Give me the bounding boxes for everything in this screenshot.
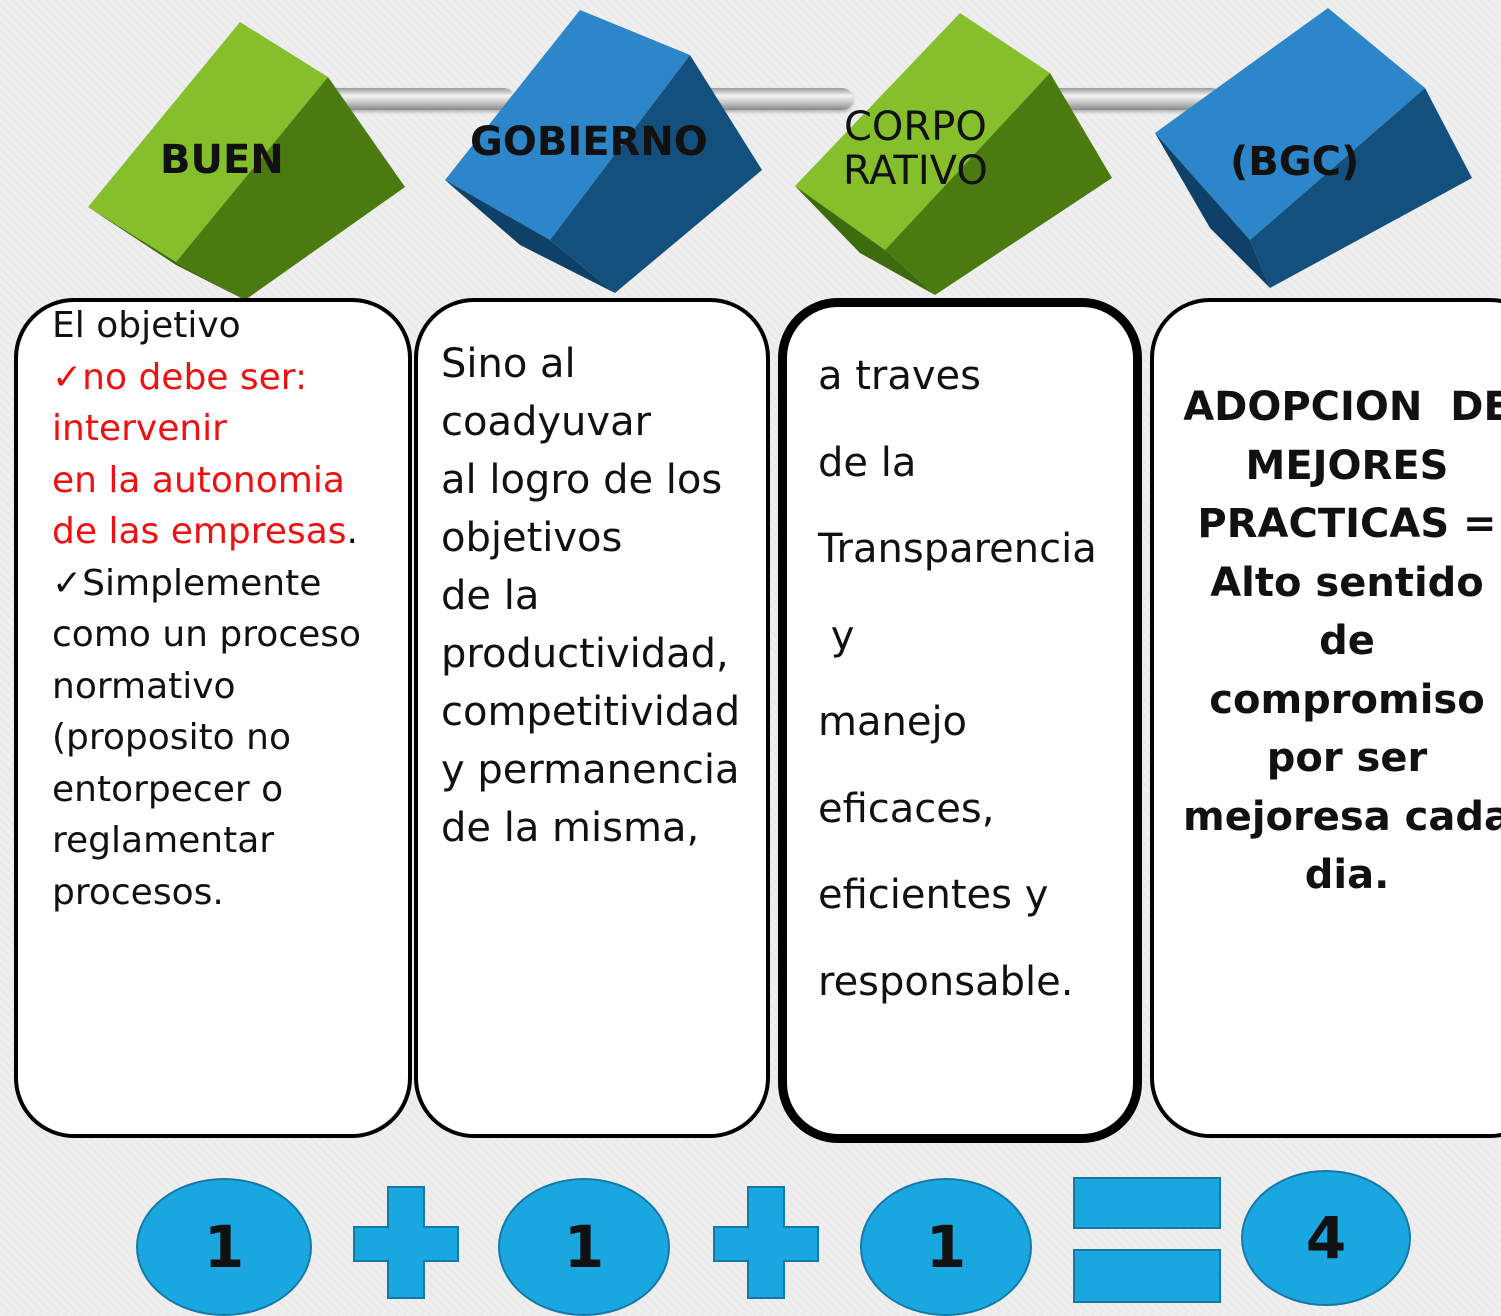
text-line-red: ✓no debe ser: — [52, 356, 308, 398]
text-line: coadyuvar — [441, 399, 652, 445]
text-line: a traves — [818, 353, 981, 399]
text-line: manejo — [818, 699, 968, 745]
text-line: MEJORES — [1245, 442, 1449, 489]
text-line: como un proceso — [52, 614, 362, 655]
text-line: El objetivo — [52, 305, 241, 346]
equation-term-2: 1 — [498, 1178, 670, 1316]
equation-result: 4 — [1241, 1170, 1411, 1306]
text-line: entorpecer o — [52, 768, 284, 810]
text-line: al logro de los — [441, 457, 723, 503]
text-line: eficaces, — [818, 785, 995, 832]
text-line: reglamentar — [52, 820, 275, 861]
panel-objetivo-text: El objetivo ✓no debe ser: intervenir en la … — [52, 300, 361, 918]
cube-label-corporativo-line2: RATIVO — [843, 148, 988, 194]
text-line: productividad, — [441, 631, 729, 677]
text-line: objetivos — [441, 515, 623, 561]
text-line: Alto sentido — [1210, 559, 1484, 606]
text-line: y — [818, 612, 855, 659]
equation-term-3: 1 — [860, 1178, 1032, 1316]
panel-adopcion — [1150, 298, 1501, 1138]
cube-gobierno — [445, 10, 762, 293]
text-line: de — [1319, 618, 1375, 664]
text-line: (proposito no — [52, 717, 291, 758]
plus-icon — [353, 1186, 459, 1299]
text-line-mixed: de las empresas. — [52, 506, 361, 558]
panel-adopcion-text: ADOPCION DE MEJORES PRACTICAS = Alto sentid… — [1167, 378, 1501, 905]
panel-transparencia — [778, 298, 1142, 1143]
text-line: y permanencia — [441, 747, 740, 793]
panel-sino — [414, 298, 770, 1138]
text-line-red: en la autonomia — [52, 459, 345, 501]
equation-term-3-value: 1 — [925, 1213, 967, 1281]
equation-result-value: 4 — [1305, 1204, 1347, 1272]
cube-label-corporativo-line1: CORPO — [844, 104, 987, 150]
cube-label-gobierno: GOBIERNO — [470, 119, 708, 165]
cube-corporativo — [795, 13, 1112, 295]
text-line: procesos. — [52, 871, 224, 913]
text-line-red: de las empresas — [52, 511, 347, 552]
cube-label-bgc: (BGC) — [1230, 139, 1360, 185]
plus-icon — [713, 1186, 819, 1299]
text-line: de la — [818, 439, 917, 486]
text-line: ADOPCION DE — [1183, 384, 1501, 430]
text-line: dia. — [1304, 852, 1390, 898]
text-line: competitividad — [441, 689, 741, 735]
text-line: responsable. — [818, 958, 1074, 1005]
connector-bar-3 — [1038, 88, 1223, 110]
text-line: ✓Simplemente — [52, 562, 322, 604]
panel-sino-text: Sino al coadyuvar al logro de los objetivos… — [441, 335, 740, 857]
panel-objetivo — [14, 298, 412, 1138]
text-line: Sino al — [441, 341, 576, 387]
text-line: Transparencia — [818, 526, 1097, 572]
connector-bar-1 — [315, 88, 515, 110]
connector-bar-2 — [678, 88, 853, 110]
cube-label-corporativo: CORPO RATIVO — [843, 105, 988, 193]
cube-bgc — [1155, 8, 1472, 288]
text-line: de la misma, — [441, 805, 700, 851]
cube-label-buen: BUEN — [160, 137, 284, 183]
panel-transparencia-text: a traves de la Transparencia y manejo eficac… — [818, 333, 1097, 1025]
text-line: PRACTICAS = — [1197, 501, 1497, 547]
cube-buen — [88, 22, 405, 300]
equation-term-1-value: 1 — [203, 1213, 245, 1281]
text-line: normativo — [52, 665, 236, 707]
equation-term-1: 1 — [136, 1178, 312, 1316]
text-line-red: intervenir — [52, 408, 227, 449]
text-line: eficientes y — [818, 872, 1049, 918]
equals-icon — [1073, 1177, 1221, 1303]
text-period: . — [346, 511, 358, 552]
equation-term-2-value: 1 — [563, 1213, 605, 1281]
text-line: mejoresa cada — [1183, 793, 1501, 840]
text-line: por ser — [1266, 735, 1428, 781]
text-line: de la — [441, 573, 540, 619]
text-line: compromiso — [1209, 676, 1485, 723]
